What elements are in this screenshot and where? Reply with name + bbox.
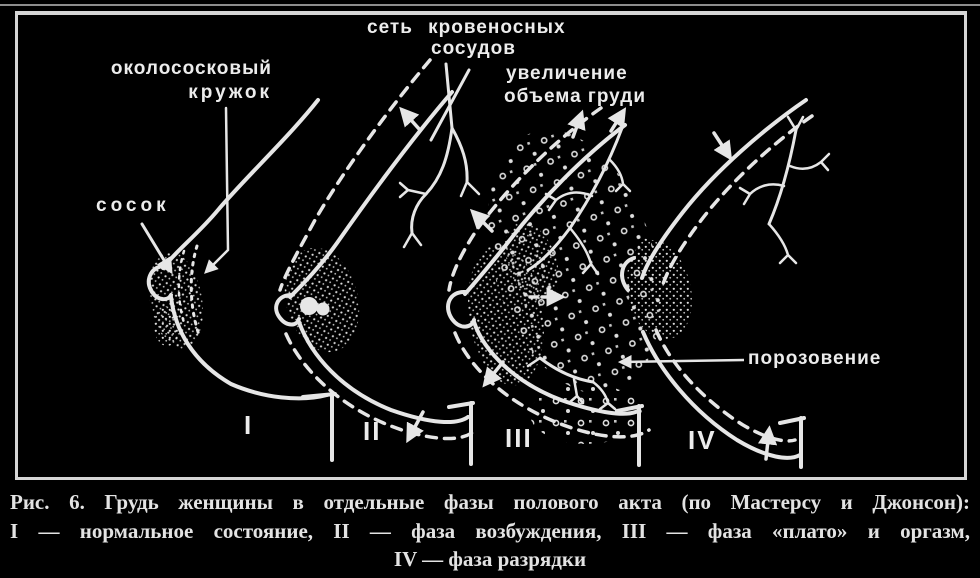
label-areola-line2: кружок bbox=[188, 82, 272, 103]
diagram-frame bbox=[15, 11, 967, 480]
flush-leader-arrow bbox=[617, 354, 745, 369]
label-areola-line1: околососковый bbox=[110, 58, 272, 79]
phase-numeral-3: III bbox=[505, 423, 533, 453]
phase-2-drawing bbox=[274, 58, 481, 466]
figure-caption: Рис. 6. Грудь женщины в отдельные фазы п… bbox=[0, 488, 980, 574]
label-nipple: сосок bbox=[96, 195, 170, 216]
label-volume-increase-line2: объема груди bbox=[504, 86, 647, 107]
label-blood-vessel-network-line2: сосудов bbox=[431, 38, 516, 59]
label-flush: порозовение bbox=[748, 348, 882, 369]
phase-4-drawing bbox=[620, 98, 831, 469]
scan-edge-line bbox=[0, 4, 980, 6]
phase-numeral-2: II bbox=[363, 416, 382, 446]
label-blood-vessel-network-line1: сеть кровеносных bbox=[367, 17, 566, 38]
phase-1-drawing bbox=[140, 98, 337, 462]
caption-line-2: I — нормальное состояние, II — фаза возб… bbox=[10, 518, 970, 543]
caption-line-1: Рис. 6. Грудь женщины в отдельные фазы п… bbox=[10, 490, 970, 514]
phase-3-drawing bbox=[446, 106, 661, 467]
caption-line-3: IV — фаза разрядки bbox=[393, 547, 587, 571]
phase-numeral-1: I bbox=[244, 410, 254, 440]
label-volume-increase-line1: увеличение bbox=[506, 63, 628, 84]
phase-numeral-4: IV bbox=[688, 425, 717, 455]
